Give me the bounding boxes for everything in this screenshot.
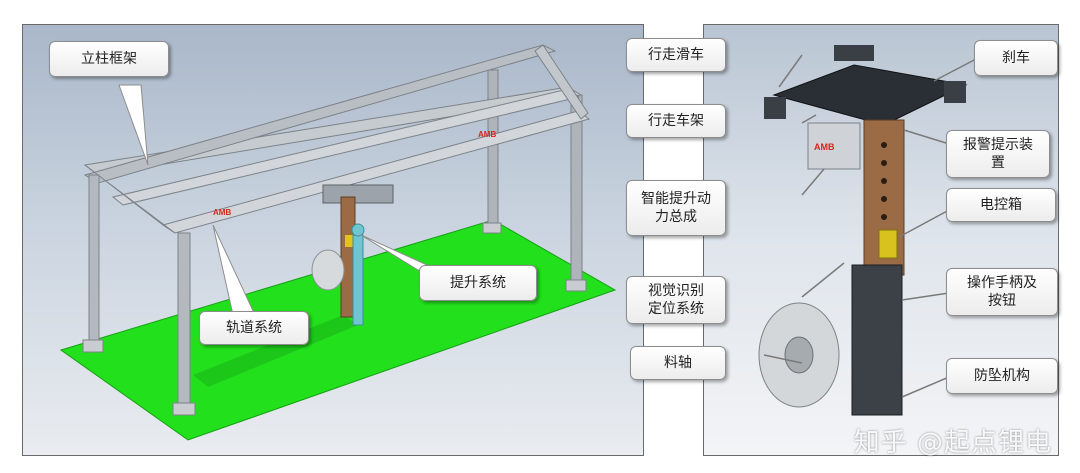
label-power: 智能提升动 力总成 [626, 180, 726, 236]
label-fall-guard: 防坠机构 [946, 358, 1058, 394]
label-lift: 提升系统 [419, 265, 537, 301]
front-post-left [88, 174, 100, 346]
front-post-mid [177, 232, 191, 414]
pointer-vision [801, 262, 845, 298]
cross-beam-right [534, 44, 589, 120]
gantry-overview-panel: AMB AMB 立柱框架 轨道系统 提升系统 [22, 24, 644, 456]
watermark-text: 知乎 @起点锂电 [853, 428, 1052, 458]
pointer-power [801, 168, 825, 196]
cross-beam-left [84, 164, 176, 234]
back-post-right [487, 69, 499, 231]
label-carriage: 行走车架 [626, 104, 726, 138]
brand-mark-3: AMB [814, 142, 835, 152]
power-unit-box [807, 122, 861, 170]
label-vision: 视觉识别 定位系统 [626, 276, 726, 324]
gantry-scene: AMB AMB [59, 44, 617, 441]
pointer-carriage [801, 114, 817, 124]
pointer-brake [933, 58, 977, 82]
pointer-rail [212, 224, 256, 316]
pointer-control [898, 209, 950, 238]
brand-mark-2: AMB [478, 130, 496, 139]
carriage-frame [772, 64, 968, 126]
lower-column [851, 264, 903, 416]
pointer-fall-guard [901, 376, 950, 398]
material-roll [311, 249, 345, 291]
label-brake: 刹车 [974, 40, 1058, 76]
pointer-handle [901, 292, 950, 301]
label-control-box: 电控箱 [946, 188, 1056, 222]
label-rail: 轨道系统 [199, 311, 309, 345]
label-spindle: 料轴 [630, 346, 726, 380]
label-trolley: 行走滑车 [626, 38, 726, 72]
hoist-scene: AMB [758, 45, 977, 416]
brand-mark-1: AMB [213, 208, 231, 217]
rail-beam-1 [111, 88, 581, 206]
label-handle: 操作手柄及 按钮 [946, 268, 1058, 316]
pointer-frame [118, 84, 149, 166]
electric-control-box [878, 229, 898, 259]
label-frame: 立柱框架 [49, 41, 169, 77]
hoist-trolley [322, 184, 394, 204]
pointer-spindle [763, 354, 803, 364]
pointer-trolley [778, 54, 803, 88]
pointer-alarm [903, 129, 947, 144]
operator-figure [352, 234, 364, 326]
label-alarm: 报警提示装 置 [946, 130, 1050, 178]
